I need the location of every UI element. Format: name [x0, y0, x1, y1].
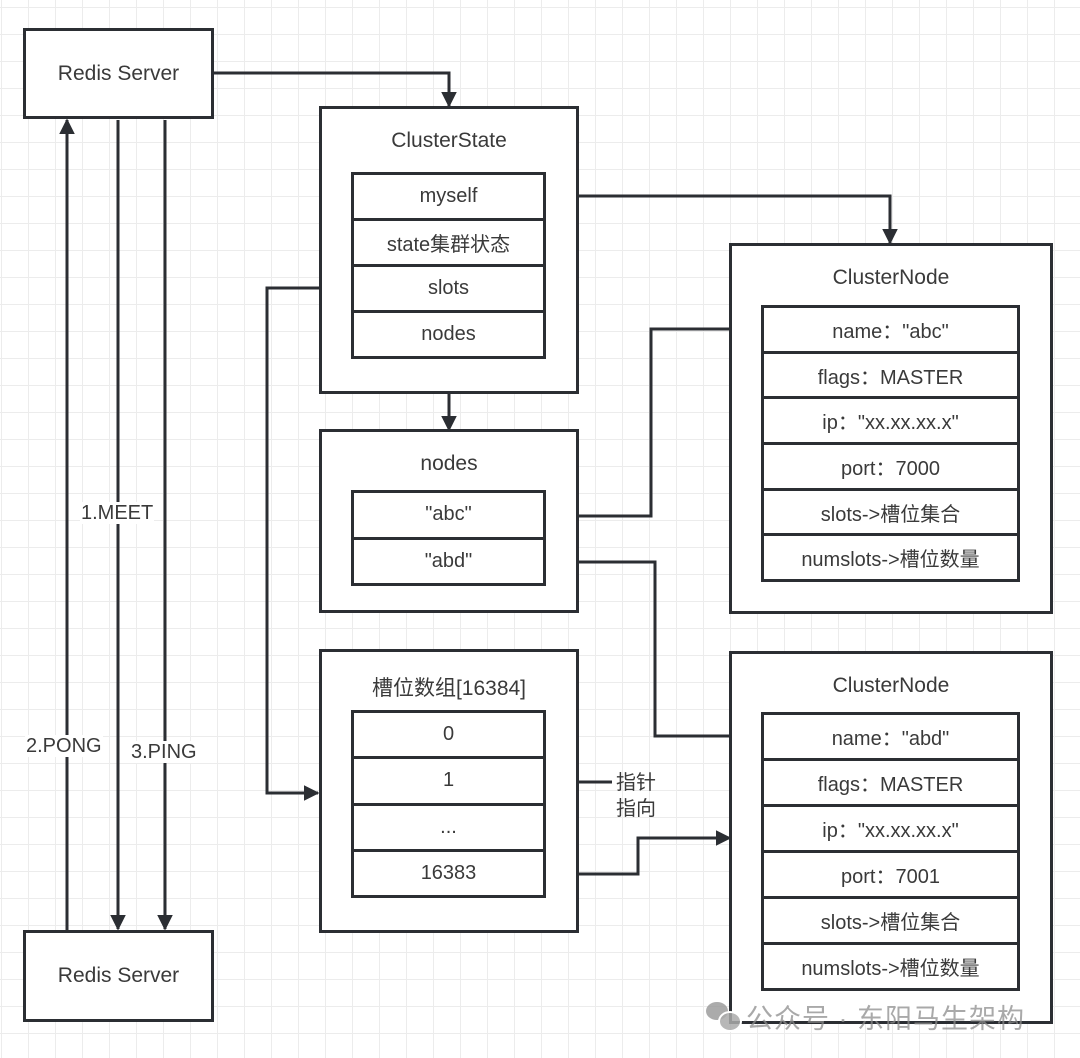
slot-array-title: 槽位数组[16384]	[371, 677, 527, 700]
message-meet-label: 1.MEET	[80, 502, 155, 524]
nodes-dict-entries: "abc" "abd"	[351, 490, 546, 586]
pointer-note-line2: 指向	[616, 798, 656, 820]
cluster-state-field-myself[interactable]: myself	[419, 185, 478, 207]
wechat-icon	[706, 1001, 742, 1032]
watermark: 公众号 · 东阳马生架构	[706, 997, 1025, 1036]
cluster-node-2-field-ip[interactable]: ip："xx.xx.xx.x"	[764, 804, 1017, 850]
redis-server-top-label: Redis Server	[57, 61, 180, 85]
cluster-node-1-field-ip[interactable]: ip："xx.xx.xx.x"	[764, 396, 1017, 442]
arrow-myself-to-clusternode1	[545, 194, 898, 245]
slot-entry-ellipsis: ...	[354, 802, 543, 849]
arrow-server-to-clusterstate	[213, 71, 457, 108]
cluster-node-1-field-numslots[interactable]: numslots->槽位数量	[764, 533, 1017, 579]
nodes-dict-entry-abc[interactable]: "abc"	[425, 503, 472, 526]
cluster-node-1-field-name[interactable]: name："abc"	[832, 320, 949, 343]
cluster-node-1-field-flags[interactable]: flags：MASTER	[764, 350, 1017, 397]
watermark-text: 公众号 · 东阳马生架构	[746, 1004, 1025, 1034]
cluster-node-2-field-slots[interactable]: slots->槽位集合	[764, 896, 1017, 942]
redis-server-bottom-label: Redis Server	[57, 964, 180, 987]
cluster-node-1-fields: name："abc" flags：MASTER ip："xx.xx.xx.x" …	[761, 305, 1020, 582]
slot-entry-16383[interactable]: 16383	[354, 848, 543, 895]
cluster-state-field-state[interactable]: state集群状态	[354, 218, 543, 264]
cluster-node-1-field-port[interactable]: port：7000	[764, 442, 1017, 488]
nodes-dict-title: nodes	[420, 452, 478, 475]
pointer-note-line1: 指针	[616, 772, 656, 794]
message-ping-label: 3.PING	[130, 741, 198, 763]
cluster-state-field-slots[interactable]: slots	[354, 264, 543, 310]
cluster-state-field-nodes[interactable]: nodes	[354, 310, 543, 356]
nodes-dict-entry-abd[interactable]: "abd"	[354, 536, 543, 584]
cluster-node-2-field-name[interactable]: name："abd"	[831, 728, 950, 750]
slot-entry-0[interactable]: 0	[442, 723, 455, 746]
message-pong-label: 2.PONG	[25, 735, 103, 757]
cluster-state-fields: myself state集群状态 slots nodes	[351, 172, 546, 359]
slot-entry-1[interactable]: 1	[354, 756, 543, 802]
cluster-node-2-fields: name："abd" flags：MASTER ip："xx.xx.xx.x" …	[761, 712, 1020, 991]
cluster-node-2-field-flags[interactable]: flags：MASTER	[764, 758, 1017, 804]
cluster-node-2-field-numslots[interactable]: numslots->槽位数量	[764, 942, 1017, 988]
cluster-state-title: ClusterState	[391, 129, 507, 152]
redis-server-bottom[interactable]: Redis Server	[23, 930, 214, 1022]
cluster-node-1-title: ClusterNode	[832, 266, 950, 289]
cluster-node-2-field-port[interactable]: port：7001	[764, 850, 1017, 896]
slot-array-entries: 0 1 ... 16383	[351, 710, 546, 898]
redis-server-top[interactable]: Redis Server	[23, 28, 214, 119]
cluster-node-2-title: ClusterNode	[832, 674, 950, 697]
cluster-node-1-field-slots[interactable]: slots->槽位集合	[764, 487, 1017, 534]
pointer-note: 指针 指向	[616, 770, 656, 822]
